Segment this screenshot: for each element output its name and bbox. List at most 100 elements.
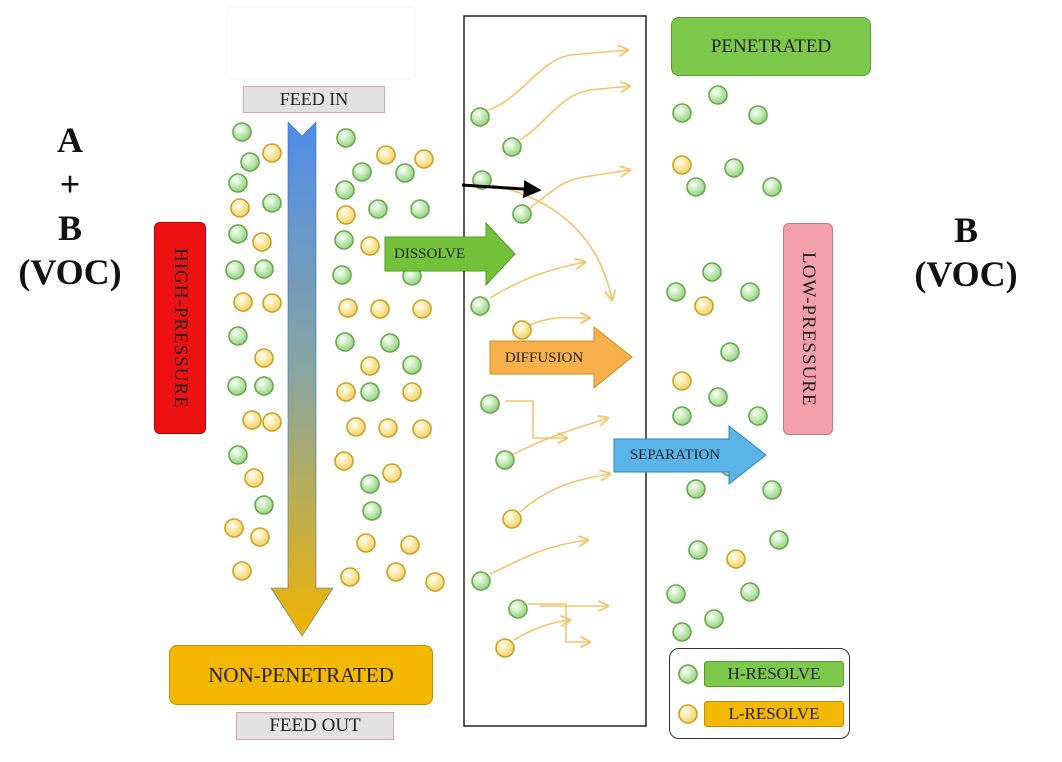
flow-path — [489, 540, 588, 575]
green-particle — [720, 342, 740, 362]
dissolve-text: DISSOLVE — [394, 245, 466, 262]
yellow-particle — [262, 143, 282, 163]
non-penetrated-label: NON-PENETRATED — [169, 645, 433, 705]
green-particle — [762, 177, 782, 197]
yellow-particle — [360, 356, 380, 376]
green-particle — [360, 382, 380, 402]
legend-yellow-particle — [678, 704, 698, 724]
feed-flow-arrow — [270, 121, 334, 637]
green-particle — [334, 230, 354, 250]
green-particle — [240, 152, 260, 172]
entry-arrow — [461, 180, 542, 199]
yellow-particle — [502, 509, 522, 529]
mixture-label: A + B (VOC) — [10, 118, 130, 294]
green-particle — [228, 173, 248, 193]
green-particle — [666, 282, 686, 302]
green-particle — [470, 107, 490, 127]
yellow-particle — [376, 145, 396, 165]
green-particle — [708, 85, 728, 105]
green-particle — [508, 599, 528, 619]
yellow-particle — [386, 562, 406, 582]
high-pressure-label: HIGH-PRESSURE — [154, 222, 206, 434]
green-particle — [262, 193, 282, 213]
yellow-particle — [378, 418, 398, 438]
green-particle — [495, 450, 515, 470]
green-particle — [688, 540, 708, 560]
yellow-particle — [336, 382, 356, 402]
green-particle — [410, 199, 430, 219]
green-particle — [702, 262, 722, 282]
yellow-particle — [252, 232, 272, 252]
yellow-particle — [672, 371, 692, 391]
component-a: A — [57, 120, 83, 160]
top-blank-patch — [228, 8, 414, 78]
green-particle — [368, 199, 388, 219]
green-particle — [470, 296, 490, 316]
legend-green-particle — [678, 664, 698, 684]
flow-path — [519, 474, 610, 513]
green-particle — [395, 163, 415, 183]
yellow-particle — [495, 638, 515, 658]
feed-in-label: FEED IN — [243, 86, 385, 113]
yellow-particle — [400, 535, 420, 555]
green-particle — [666, 584, 686, 604]
yellow-particle — [402, 382, 422, 402]
green-particle — [672, 622, 692, 642]
green-particle — [704, 609, 724, 629]
flow-path — [529, 318, 590, 326]
green-particle — [228, 326, 248, 346]
yellow-particle — [254, 348, 274, 368]
penetrated-label: PENETRATED — [671, 17, 871, 76]
yellow-particle — [250, 527, 270, 547]
green-particle — [762, 480, 782, 500]
flow-path — [489, 262, 585, 299]
feed-out-label: FEED OUT — [236, 712, 394, 740]
green-particle — [769, 530, 789, 550]
green-particle — [380, 333, 400, 353]
green-particle — [740, 282, 760, 302]
green-particle — [228, 445, 248, 465]
plus-sign: + — [59, 164, 81, 204]
yellow-particle — [230, 198, 250, 218]
green-particle — [748, 105, 768, 125]
yellow-particle — [334, 451, 354, 471]
green-particle — [254, 495, 274, 515]
yellow-particle — [414, 149, 434, 169]
green-particle — [335, 180, 355, 200]
green-particle — [740, 582, 760, 602]
green-particle — [254, 376, 274, 396]
green-particle — [336, 128, 356, 148]
flow-path — [513, 620, 570, 641]
yellow-particle — [242, 410, 262, 430]
flow-path — [487, 50, 628, 111]
flow-path — [491, 184, 612, 300]
yellow-particle — [694, 296, 714, 316]
yellow-particle — [360, 236, 380, 256]
separation-text: SEPARATION — [629, 446, 721, 463]
green-particle — [686, 177, 706, 197]
green-particle — [672, 406, 692, 426]
green-particle — [360, 474, 380, 494]
yellow-particle — [412, 299, 432, 319]
green-particle — [232, 122, 252, 142]
yellow-particle — [370, 299, 390, 319]
yellow-particle — [356, 533, 376, 553]
product-b: B — [953, 210, 978, 250]
green-particle — [362, 501, 382, 521]
legend: H-RESOLVE L-RESOLVE — [669, 648, 850, 739]
green-particle — [254, 259, 274, 279]
yellow-particle — [232, 561, 252, 581]
yellow-particle — [233, 292, 253, 312]
flow-path — [505, 400, 567, 438]
green-particle — [686, 479, 706, 499]
green-particle — [480, 394, 500, 414]
green-particle — [748, 406, 768, 426]
h-resolve-label: H-RESOLVE — [704, 661, 844, 687]
green-particle — [352, 162, 372, 182]
diffusion-text: DIFFUSION — [504, 349, 584, 366]
green-particle — [332, 265, 352, 285]
flow-path — [511, 418, 608, 456]
green-particle — [708, 387, 728, 407]
